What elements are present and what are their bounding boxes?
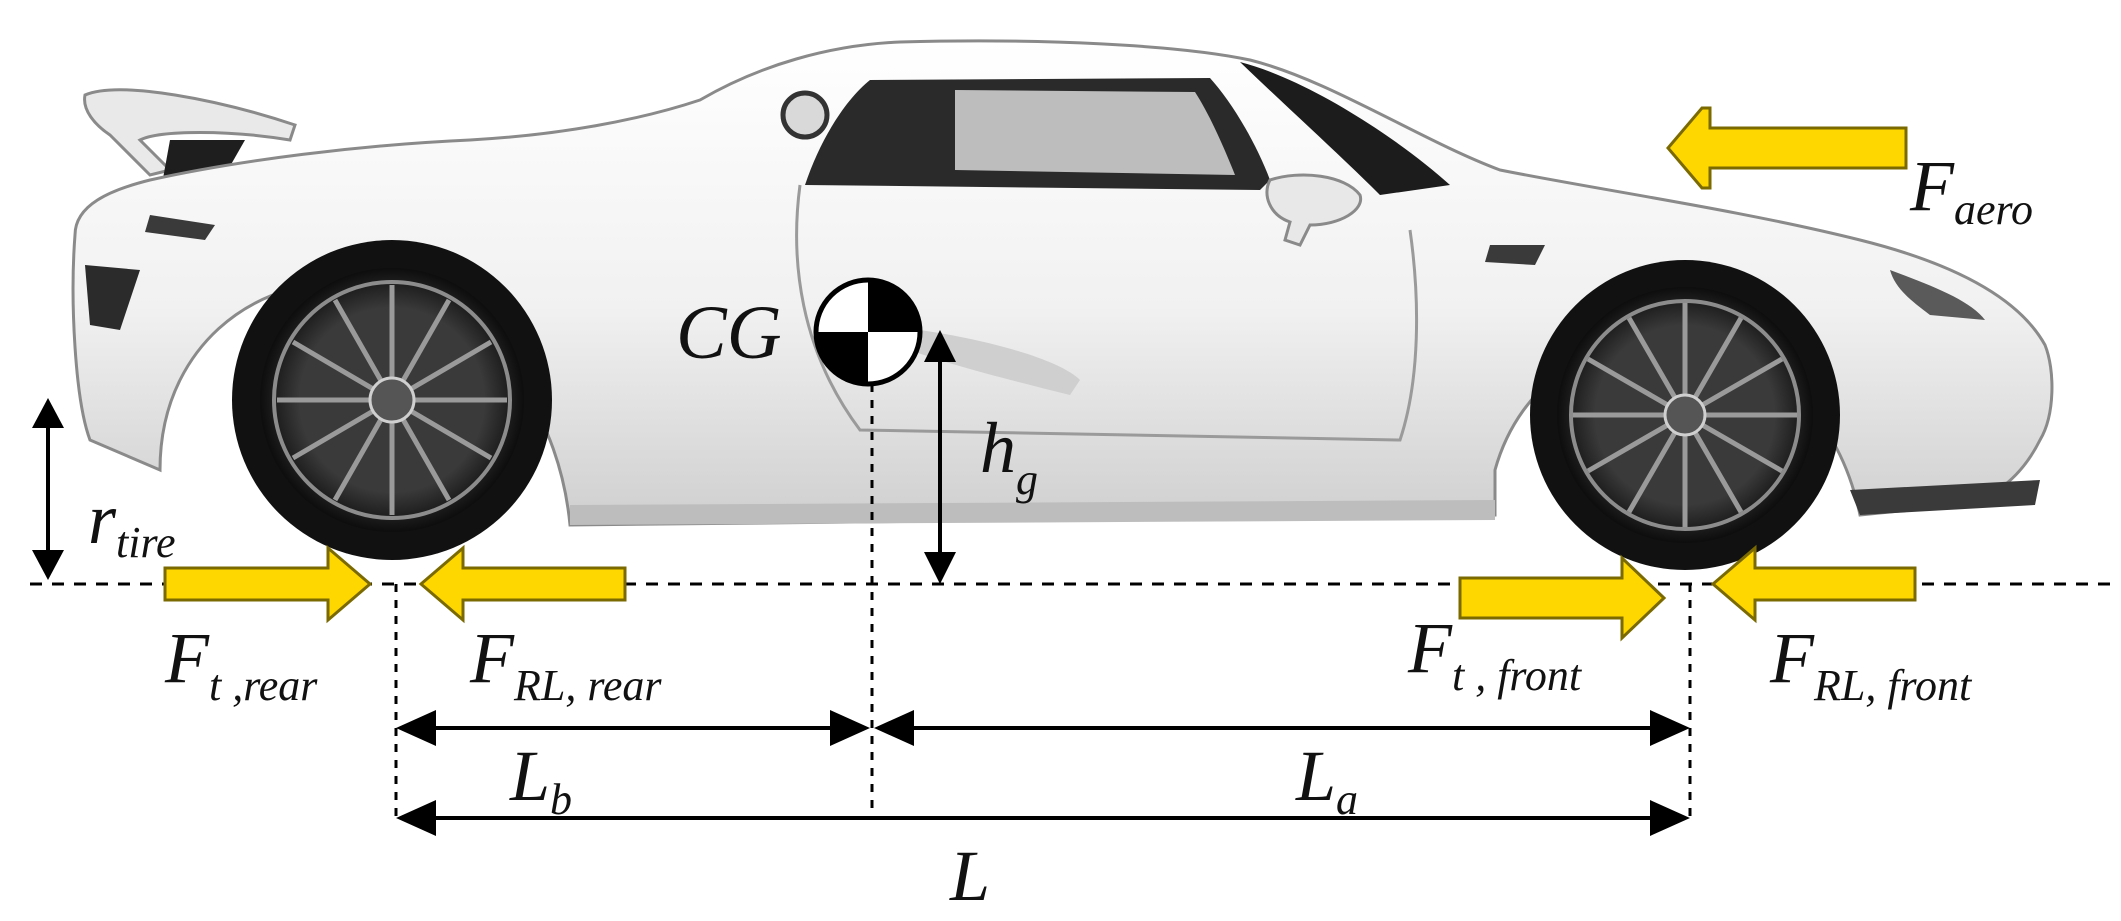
rear-wheel	[232, 240, 552, 560]
rear-lamp	[145, 215, 215, 240]
front-distance-dimension	[874, 710, 1690, 746]
tire-radius-arrow	[32, 398, 64, 580]
rear-rolling-resistance-label: FRL, rear	[469, 618, 662, 710]
front-rolling-resistance-label: FRL, front	[1769, 618, 1973, 710]
cg-label: CG	[676, 291, 782, 375]
windshield	[1240, 62, 1450, 195]
side-mirror	[1265, 173, 1363, 247]
rear-traction-label: Ft ,rear	[164, 618, 318, 710]
front-splitter	[1850, 480, 2040, 515]
rear-wing	[83, 88, 297, 177]
wheelbase-dimension	[396, 800, 1690, 836]
front-rolling-resistance-arrow	[1710, 544, 1917, 624]
front-wheel	[1530, 260, 1840, 570]
side-intake	[910, 330, 1080, 395]
headlight	[1890, 270, 1985, 320]
cg-height-arrow	[924, 330, 956, 584]
rear-rolling-resistance-arrow	[418, 544, 627, 624]
cg-height-label: hg	[980, 408, 1038, 504]
rear-distance-label: Lb	[509, 736, 572, 824]
rear-distance-dimension	[396, 710, 870, 746]
rear-traction-arrow	[163, 544, 373, 624]
aero-force-arrow	[1666, 106, 1908, 190]
side-window-glass	[955, 90, 1235, 175]
rear-diffuser	[85, 265, 140, 330]
cg-marker	[813, 277, 923, 387]
wheelbase-label: L	[949, 836, 990, 916]
car-illustration	[71, 39, 2054, 570]
front-distance-label: La	[1295, 736, 1358, 824]
front-traction-arrow	[1458, 554, 1667, 642]
door-line	[795, 184, 1419, 442]
front-vent	[1485, 245, 1545, 265]
front-traction-label: Ft , front	[1407, 608, 1583, 700]
tire-radius-label: rtire	[88, 479, 176, 567]
fuel-cap	[780, 90, 830, 140]
rocker-panel	[570, 500, 1495, 525]
aero-force-label: Faero	[1909, 146, 2033, 234]
